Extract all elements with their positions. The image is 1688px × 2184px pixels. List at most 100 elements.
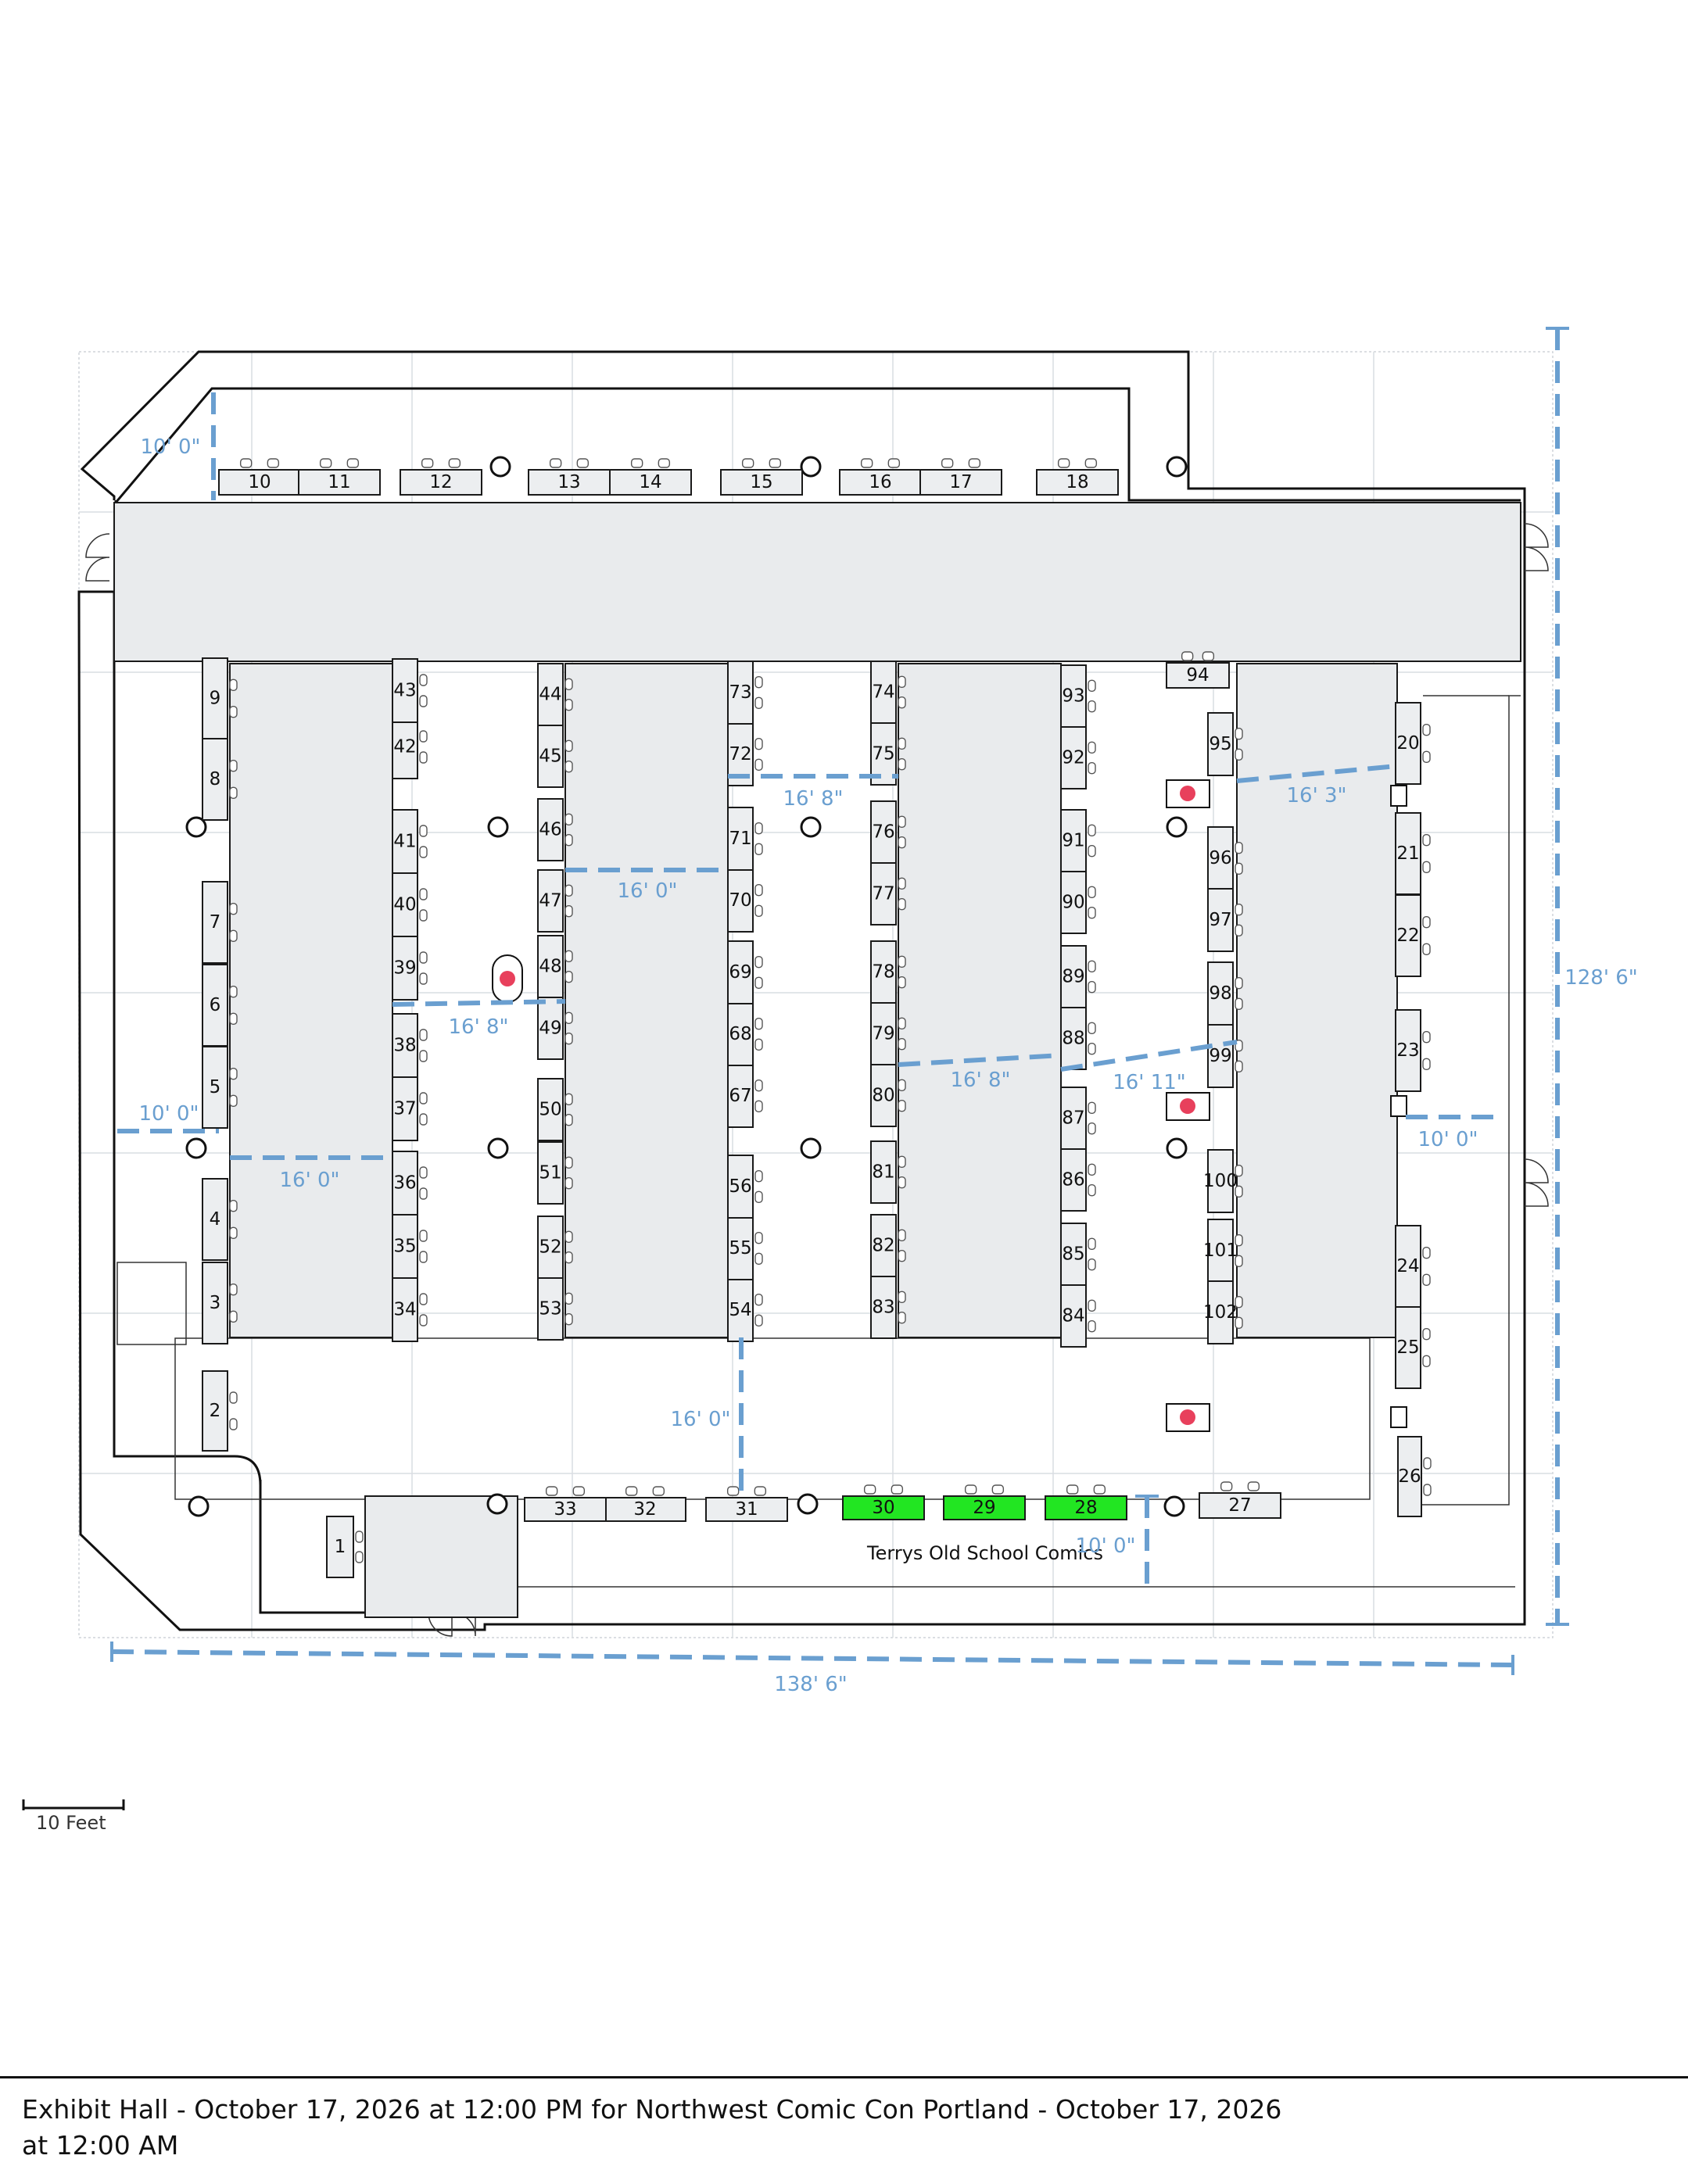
booth-82[interactable]: 82 xyxy=(870,1214,897,1277)
booth-33[interactable]: 33 xyxy=(524,1497,607,1522)
booth-76[interactable]: 76 xyxy=(870,800,897,864)
booth-97[interactable]: 97 xyxy=(1207,888,1234,952)
booth-56[interactable]: 56 xyxy=(727,1155,754,1219)
booth-17[interactable]: 17 xyxy=(919,469,1002,496)
booth-86[interactable]: 86 xyxy=(1060,1148,1087,1212)
booth-48[interactable]: 48 xyxy=(537,935,564,998)
booth-68[interactable]: 68 xyxy=(727,1002,754,1066)
booth-98[interactable]: 98 xyxy=(1207,961,1234,1026)
booth-27[interactable]: 27 xyxy=(1199,1492,1281,1519)
booth-43[interactable]: 43 xyxy=(392,658,418,723)
booth-12[interactable]: 12 xyxy=(400,469,482,496)
booth-3[interactable]: 3 xyxy=(202,1262,228,1344)
booth-31[interactable]: 31 xyxy=(705,1497,788,1522)
booth-35[interactable]: 35 xyxy=(392,1214,418,1279)
booth-96[interactable]: 96 xyxy=(1207,826,1234,890)
booth-44[interactable]: 44 xyxy=(537,663,564,726)
booth-67[interactable]: 67 xyxy=(727,1064,754,1128)
booth-34[interactable]: 34 xyxy=(392,1277,418,1342)
booth-73[interactable]: 73 xyxy=(727,661,754,725)
chair-icon xyxy=(229,678,238,692)
booth-11[interactable]: 11 xyxy=(298,469,381,496)
booth-14[interactable]: 14 xyxy=(609,469,692,496)
booth-93[interactable]: 93 xyxy=(1060,664,1087,728)
booth-47[interactable]: 47 xyxy=(537,869,564,933)
booth-4[interactable]: 4 xyxy=(202,1178,228,1261)
booth-95[interactable]: 95 xyxy=(1207,712,1234,776)
booth-79[interactable]: 79 xyxy=(870,1002,897,1065)
booth-22[interactable]: 22 xyxy=(1395,894,1421,977)
booth-92[interactable]: 92 xyxy=(1060,726,1087,789)
booth-49[interactable]: 49 xyxy=(537,997,564,1060)
booth-83[interactable]: 83 xyxy=(870,1276,897,1339)
booth-80[interactable]: 80 xyxy=(870,1064,897,1127)
exhibitor-label: Terrys Old School Comics xyxy=(866,1542,1103,1564)
booth-54[interactable]: 54 xyxy=(727,1278,754,1342)
booth-1[interactable]: 1 xyxy=(326,1516,354,1578)
booth-87[interactable]: 87 xyxy=(1060,1087,1087,1150)
booth-29[interactable]: 29 xyxy=(943,1495,1026,1520)
booth-99[interactable]: 99 xyxy=(1207,1024,1234,1088)
booth-36[interactable]: 36 xyxy=(392,1151,418,1216)
booth-25[interactable]: 25 xyxy=(1395,1306,1421,1389)
booth-number: 50 xyxy=(539,1100,561,1120)
booth-45[interactable]: 45 xyxy=(537,725,564,788)
booth-90[interactable]: 90 xyxy=(1060,871,1087,934)
booth-5[interactable]: 5 xyxy=(202,1046,228,1129)
booth-39[interactable]: 39 xyxy=(392,936,418,1001)
booth-number: 88 xyxy=(1062,1029,1084,1049)
booth-74[interactable]: 74 xyxy=(870,661,897,724)
booth-32[interactable]: 32 xyxy=(604,1497,686,1522)
booth-28[interactable]: 28 xyxy=(1045,1495,1127,1520)
booth-2[interactable]: 2 xyxy=(202,1370,228,1452)
booth-26[interactable]: 26 xyxy=(1397,1436,1422,1517)
booth-30[interactable]: 30 xyxy=(842,1495,925,1520)
booth-42[interactable]: 42 xyxy=(392,714,418,779)
booth-9[interactable]: 9 xyxy=(202,657,228,739)
booth-51[interactable]: 51 xyxy=(537,1141,564,1205)
booth-46[interactable]: 46 xyxy=(537,798,564,861)
chair-icon xyxy=(229,1283,238,1296)
booth-24[interactable]: 24 xyxy=(1395,1225,1421,1308)
booth-6[interactable]: 6 xyxy=(202,964,228,1047)
booth-13[interactable]: 13 xyxy=(528,469,611,496)
booth-91[interactable]: 91 xyxy=(1060,809,1087,872)
booth-7[interactable]: 7 xyxy=(202,881,228,964)
booth-88[interactable]: 88 xyxy=(1060,1007,1087,1070)
booth-89[interactable]: 89 xyxy=(1060,945,1087,1008)
booth-table xyxy=(537,935,564,998)
chair-icon xyxy=(564,698,573,711)
booth-70[interactable]: 70 xyxy=(727,868,754,933)
scale-label: 10 Feet xyxy=(36,1812,106,1834)
booth-100[interactable]: 100 xyxy=(1203,1149,1238,1213)
booth-21[interactable]: 21 xyxy=(1395,812,1421,895)
chair-icon xyxy=(229,1094,238,1108)
booth-38[interactable]: 38 xyxy=(392,1013,418,1078)
booth-52[interactable]: 52 xyxy=(537,1216,564,1279)
booth-20[interactable]: 20 xyxy=(1395,702,1421,785)
booth-8[interactable]: 8 xyxy=(202,738,228,821)
chair-icon xyxy=(1088,980,1096,994)
booth-101[interactable]: 101 xyxy=(1203,1219,1238,1283)
booth-41[interactable]: 41 xyxy=(392,809,418,874)
booth-50[interactable]: 50 xyxy=(537,1078,564,1141)
booth-16[interactable]: 16 xyxy=(839,469,922,496)
booth-40[interactable]: 40 xyxy=(392,872,418,937)
booth-number: 35 xyxy=(393,1237,416,1257)
booth-69[interactable]: 69 xyxy=(727,940,754,1004)
booth-81[interactable]: 81 xyxy=(870,1140,897,1204)
booth-18[interactable]: 18 xyxy=(1036,469,1119,496)
booth-55[interactable]: 55 xyxy=(727,1216,754,1280)
booth-15[interactable]: 15 xyxy=(720,469,803,496)
booth-102[interactable]: 102 xyxy=(1203,1280,1238,1344)
booth-84[interactable]: 84 xyxy=(1060,1284,1087,1348)
booth-53[interactable]: 53 xyxy=(537,1277,564,1341)
booth-94[interactable]: 94 xyxy=(1166,662,1230,689)
booth-10[interactable]: 10 xyxy=(218,469,301,496)
booth-77[interactable]: 77 xyxy=(870,862,897,926)
booth-85[interactable]: 85 xyxy=(1060,1223,1087,1286)
booth-71[interactable]: 71 xyxy=(727,807,754,871)
booth-37[interactable]: 37 xyxy=(392,1076,418,1141)
booth-23[interactable]: 23 xyxy=(1395,1009,1421,1092)
booth-78[interactable]: 78 xyxy=(870,940,897,1004)
